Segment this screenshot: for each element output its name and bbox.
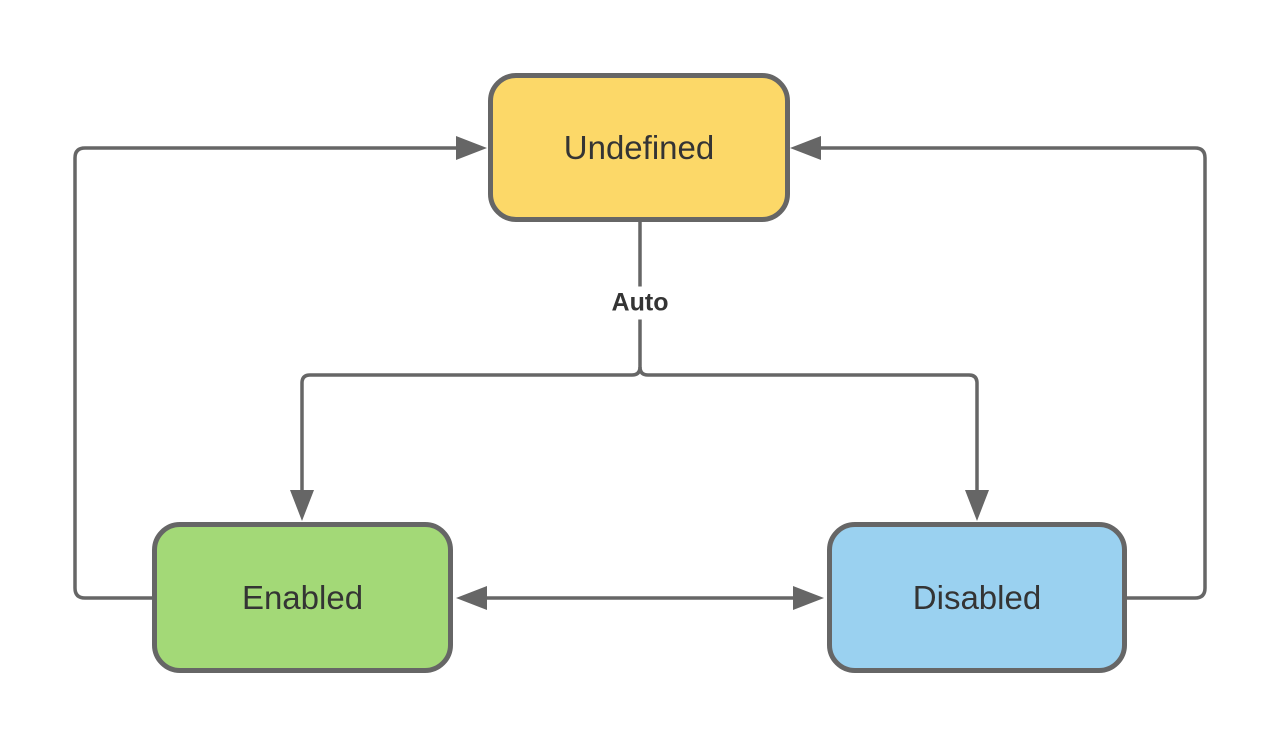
state-node-enabled-label: Enabled bbox=[241, 578, 364, 616]
edge-auto-to-enabled bbox=[290, 366, 642, 521]
edge-enabled-to-undefined bbox=[73, 136, 487, 600]
edge-auto-to-disabled bbox=[638, 366, 989, 521]
edge-label-auto: Auto bbox=[603, 286, 677, 320]
state-node-undefined: Undefined bbox=[488, 73, 790, 222]
state-node-disabled: Disabled bbox=[827, 522, 1127, 673]
state-node-enabled: Enabled bbox=[152, 522, 453, 673]
arrowhead-into-undefined-right bbox=[790, 136, 821, 160]
edge-enabled-disabled-bidirectional bbox=[456, 586, 824, 610]
arrowhead-into-enabled-right bbox=[456, 586, 487, 610]
state-node-undefined-label: Undefined bbox=[563, 128, 715, 166]
edge-disabled-to-undefined bbox=[790, 136, 1207, 600]
arrowhead-into-disabled-top bbox=[965, 490, 989, 521]
arrowhead-into-undefined-left bbox=[456, 136, 487, 160]
arrowhead-into-disabled-left bbox=[793, 586, 824, 610]
arrowhead-into-enabled-top bbox=[290, 490, 314, 521]
state-node-disabled-label: Disabled bbox=[912, 578, 1042, 616]
